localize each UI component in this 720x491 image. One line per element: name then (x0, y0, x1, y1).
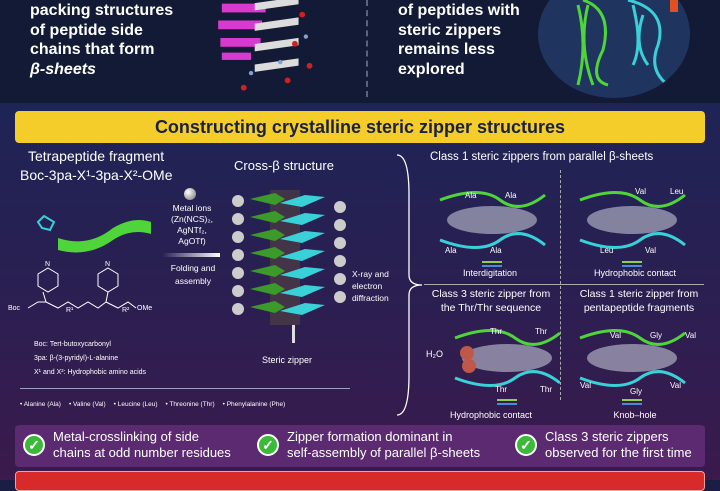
check-icon: ✓ (23, 434, 45, 456)
metal-ion (232, 195, 244, 207)
residue-label: Val (610, 331, 621, 340)
metal-ion (334, 255, 346, 267)
svg-text:Boc: Boc (8, 305, 21, 312)
residue-label: Thr (490, 327, 502, 336)
caption-interdigitation: Interdigitation (462, 268, 518, 278)
top-divider (366, 0, 368, 97)
panel-divider-horizontal (424, 284, 704, 285)
residue-label: Val (685, 331, 696, 340)
residue-label: Val (635, 187, 646, 196)
metal-ion (232, 267, 244, 279)
residue-label: Leu (670, 187, 683, 196)
metal-ion (232, 303, 244, 315)
metal-ion (232, 285, 244, 297)
residue-label: Gly (630, 387, 642, 396)
section-title: Constructing crystalline steric zipper s… (154, 116, 566, 137)
caption-knob-hole: Knob–hole (613, 410, 657, 420)
residue-label: Leu (600, 246, 613, 255)
residue-label: Ala (445, 246, 457, 255)
check-icon: ✓ (515, 434, 537, 456)
svg-text:N: N (105, 261, 110, 268)
metal-ion (232, 231, 244, 243)
metal-ion (232, 249, 244, 261)
down-arrow (292, 325, 295, 343)
folding-arrow (162, 253, 220, 257)
caption-class3-hydrophobic-contact: Hydrophobic contact (449, 410, 533, 420)
cyan-strand (280, 267, 325, 279)
svg-text:R¹: R¹ (66, 307, 74, 314)
caption-hydrophobic-contact: Hydrophobic contact (593, 268, 677, 278)
green-strand (250, 283, 285, 295)
steric-zipper-label: Steric zipper (262, 355, 313, 365)
brace (396, 154, 423, 416)
cyan-strand (280, 249, 325, 261)
residue-label: Val (645, 246, 656, 255)
metal-ion (334, 237, 346, 249)
water-label: H₂O (426, 349, 443, 359)
beta-sheet-molecule-image (218, 0, 313, 91)
residue-label: Gly (650, 331, 662, 340)
protein-structure-image (538, 0, 690, 98)
cyan-strand (280, 303, 325, 315)
metal-ion-ball (184, 188, 196, 200)
cyan-strand (280, 195, 325, 207)
green-strand (250, 301, 285, 313)
cyan-strand (280, 231, 325, 243)
conclusion-banner (15, 471, 705, 491)
cyan-strand (280, 213, 325, 225)
metal-ion (334, 219, 346, 231)
green-strand (250, 211, 285, 223)
svg-text:N: N (45, 261, 50, 268)
chemical-structure: N N Boc OMe R¹ R² (8, 261, 152, 314)
residue-label: Ala (490, 246, 502, 255)
metal-ions-label: Metal ions(Zn(NCS)₂,AgNTf₂,AgOTf) (170, 203, 214, 246)
fragment-formula: Boc-3pa-X¹-3pa-X²-OMe (20, 167, 173, 183)
green-strand (250, 193, 285, 205)
residue-label: Thr (540, 385, 552, 394)
residue-label: Ala (505, 191, 517, 200)
fragment-title-line1: Tetrapeptide fragment (28, 148, 165, 164)
cross-beta-structure-image (232, 190, 346, 325)
cyan-strand (280, 285, 325, 297)
svg-text:OMe: OMe (137, 305, 152, 312)
residue-label: Ala (465, 191, 477, 200)
main-section (0, 103, 720, 480)
class1-header: Class 1 steric zippers from parallel β-s… (430, 151, 654, 163)
amino-acid-divider (20, 388, 350, 389)
metal-ion (334, 291, 346, 303)
amino-acid-list: • Alanine (Ala)• Valine (Val)• Leucine (… (20, 401, 286, 408)
green-strand (250, 265, 285, 277)
peptide-ribbon-image (36, 214, 151, 253)
residue-label: Thr (495, 385, 507, 394)
section-banner: Constructing crystalline steric zipper s… (15, 111, 705, 143)
metal-ion (334, 273, 346, 285)
residue-label: Thr (535, 327, 547, 336)
cross-beta-title: Cross-β structure (234, 158, 334, 173)
check-icon: ✓ (257, 434, 279, 456)
green-strand (250, 229, 285, 241)
green-strand (250, 247, 285, 259)
metal-ion (334, 201, 346, 213)
residue-label: Val (670, 381, 681, 390)
metal-ion (232, 213, 244, 225)
residue-label: Val (580, 381, 591, 390)
panel-divider-vertical (560, 170, 561, 400)
svg-text:R²: R² (122, 307, 130, 314)
